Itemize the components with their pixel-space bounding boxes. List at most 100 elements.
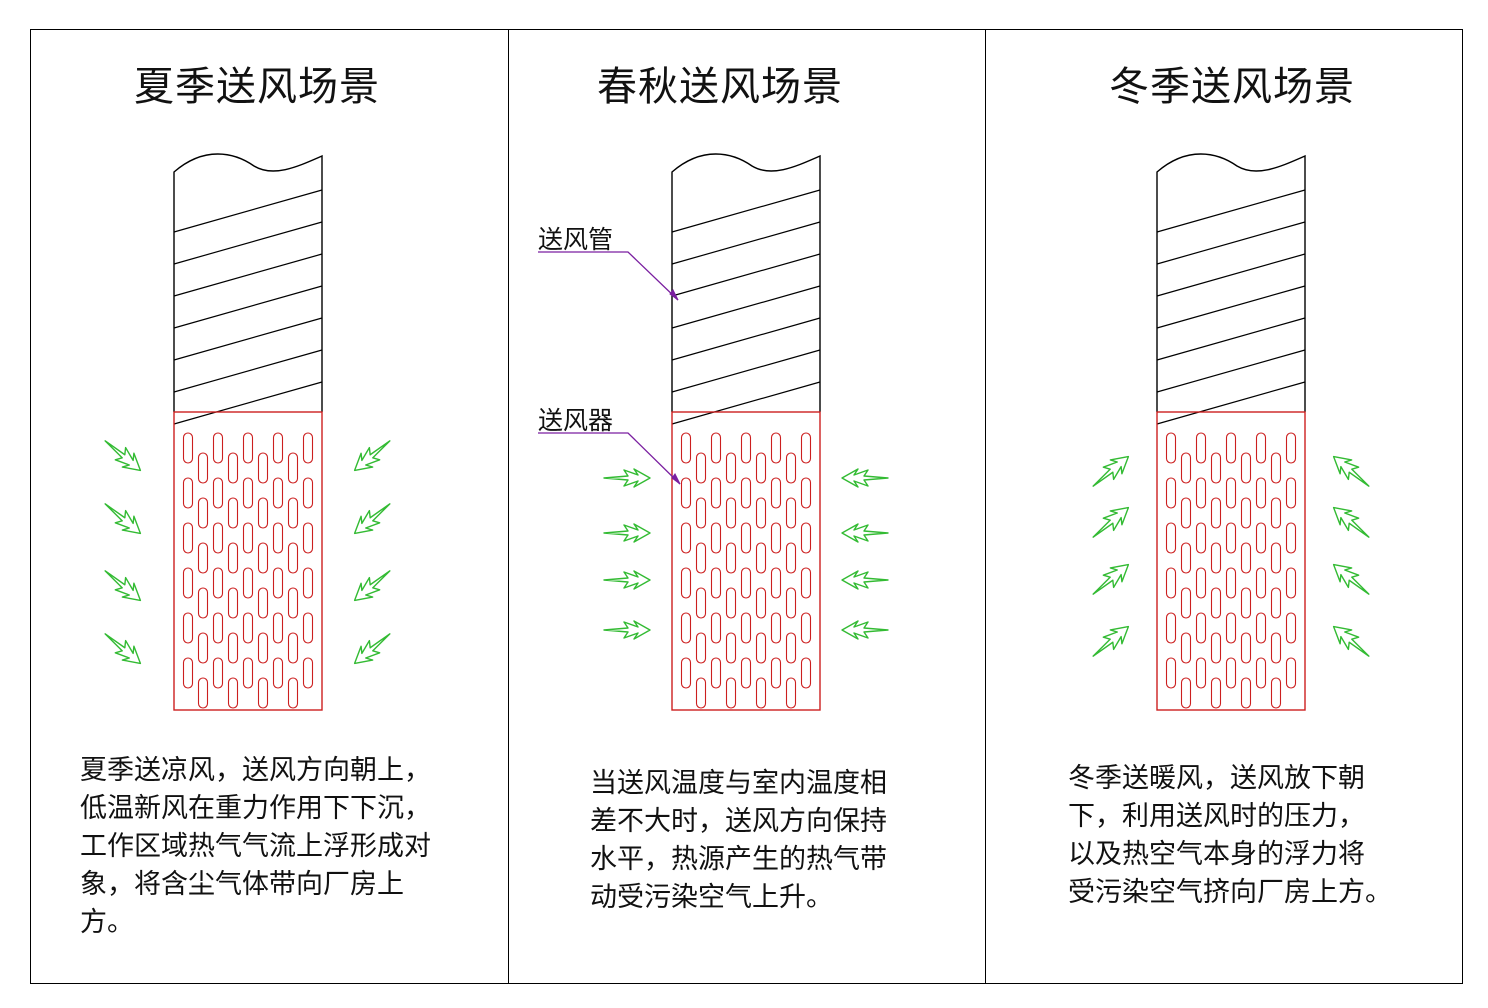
diffuser-slot bbox=[740, 567, 752, 599]
spring-autumn-title: 春秋送风场景 bbox=[597, 64, 843, 110]
diffuser-slot bbox=[1270, 587, 1282, 619]
diffuser-slot bbox=[785, 632, 797, 664]
diffuser-slot bbox=[1240, 677, 1252, 709]
diffuser-slot bbox=[182, 432, 194, 464]
diffuser-slot bbox=[197, 497, 209, 529]
description-line: 象，将含尘气体带向厂房上 bbox=[80, 869, 404, 900]
diffuser-slot bbox=[770, 522, 782, 554]
diffuser-slot bbox=[227, 542, 239, 574]
diffuser-slot bbox=[1240, 587, 1252, 619]
diffuser-slot bbox=[1255, 612, 1267, 644]
duct-leader-line bbox=[538, 251, 679, 301]
diffuser-slot bbox=[725, 632, 737, 664]
diffuser-slot bbox=[182, 522, 194, 554]
duct-seam-line bbox=[671, 189, 821, 233]
diffuser-slot bbox=[1210, 632, 1222, 664]
diffuser-slot bbox=[257, 587, 269, 619]
diffuser-slot bbox=[212, 612, 224, 644]
diffuser-slot bbox=[287, 632, 299, 664]
diffuser-slot bbox=[287, 587, 299, 619]
duct-seam-line bbox=[671, 317, 821, 361]
airflow-arrow bbox=[1092, 563, 1130, 595]
drawing-frame bbox=[30, 29, 1463, 984]
diffuser-slot bbox=[227, 452, 239, 484]
diffuser-slot bbox=[1165, 612, 1177, 644]
diffuser-slot bbox=[1165, 432, 1177, 464]
winter-title: 冬季送风场景 bbox=[1109, 64, 1355, 110]
diffuser-slot bbox=[1165, 567, 1177, 599]
diffuser-slot bbox=[1195, 567, 1207, 599]
description-line: 工作区域热气气流上浮形成对 bbox=[80, 831, 431, 862]
diffuser-slot bbox=[1210, 587, 1222, 619]
diffuser-slot bbox=[242, 522, 254, 554]
diffuser-slot bbox=[1270, 452, 1282, 484]
diffuser-slot bbox=[680, 657, 692, 689]
diffuser-slot bbox=[680, 612, 692, 644]
duct-seam-line bbox=[671, 285, 821, 329]
diffuser-slot bbox=[197, 452, 209, 484]
diffuser-slot bbox=[272, 522, 284, 554]
panel-divider bbox=[985, 29, 986, 984]
diffuser-slot bbox=[272, 612, 284, 644]
diffuser-slot bbox=[287, 497, 299, 529]
diffuser-slot bbox=[242, 432, 254, 464]
airflow-arrow bbox=[353, 633, 391, 665]
diffuser-slot bbox=[800, 567, 812, 599]
duct-seam-line bbox=[1156, 317, 1306, 361]
diffuser-slot bbox=[1195, 522, 1207, 554]
diffuser-slot bbox=[800, 432, 812, 464]
diffuser-slot bbox=[1165, 657, 1177, 689]
diffuser-slot bbox=[785, 677, 797, 709]
supply-duct bbox=[671, 153, 821, 412]
diffuser-slot bbox=[725, 587, 737, 619]
duct-seam-line bbox=[1156, 285, 1306, 329]
duct-seam-line bbox=[1156, 221, 1306, 265]
diffuser-slot bbox=[1255, 477, 1267, 509]
airflow-arrow bbox=[603, 523, 651, 543]
airflow-arrow bbox=[1332, 506, 1370, 538]
diffuser-slot bbox=[1195, 477, 1207, 509]
airflow-arrow bbox=[603, 620, 651, 640]
diffuser-slot bbox=[272, 477, 284, 509]
diffuser-slot bbox=[212, 657, 224, 689]
diffuser-slot bbox=[695, 677, 707, 709]
diffuser-slot bbox=[1165, 477, 1177, 509]
diffuser-slot bbox=[695, 542, 707, 574]
diffuser-slot bbox=[1285, 432, 1297, 464]
diffuser-slot bbox=[770, 477, 782, 509]
airflow-arrow bbox=[841, 468, 889, 488]
diffuser-slot bbox=[227, 497, 239, 529]
duct-seam-line bbox=[173, 253, 323, 297]
description-line: 以及热空气本身的浮力将 bbox=[1068, 839, 1365, 870]
airflow-arrow bbox=[104, 570, 142, 602]
diffuser-slot bbox=[272, 567, 284, 599]
diffuser-slot bbox=[1270, 632, 1282, 664]
diffuser-slot bbox=[272, 657, 284, 689]
diffuser-slot bbox=[212, 432, 224, 464]
airflow-arrow bbox=[1332, 563, 1370, 595]
airflow-arrow bbox=[353, 503, 391, 535]
diffuser-slot bbox=[1285, 657, 1297, 689]
diffuser-slot bbox=[1225, 432, 1237, 464]
diffuser-slot bbox=[212, 522, 224, 554]
diffuser-slot bbox=[1240, 542, 1252, 574]
diffuser-slot bbox=[725, 452, 737, 484]
diffuser-slot bbox=[800, 522, 812, 554]
diffuser-slot bbox=[800, 657, 812, 689]
air-diffuser bbox=[1156, 411, 1306, 711]
diffuser-slot bbox=[740, 477, 752, 509]
duct-seam-line bbox=[173, 381, 323, 425]
description-line: 冬季送暖风，送风放下朝 bbox=[1068, 763, 1365, 794]
duct-seam-line bbox=[671, 381, 821, 425]
diffuser-slot bbox=[1180, 677, 1192, 709]
diffuser-slot bbox=[755, 497, 767, 529]
diffuser-slot bbox=[257, 452, 269, 484]
diffuser-slot bbox=[680, 432, 692, 464]
diffuser-slot bbox=[257, 677, 269, 709]
diffuser-slot bbox=[1210, 542, 1222, 574]
description-line: 下，利用送风时的压力， bbox=[1068, 801, 1365, 832]
diffuser-slot bbox=[302, 567, 314, 599]
duct-seam-line bbox=[173, 349, 323, 393]
duct-seam-line bbox=[671, 221, 821, 265]
duct-seam-line bbox=[1156, 349, 1306, 393]
